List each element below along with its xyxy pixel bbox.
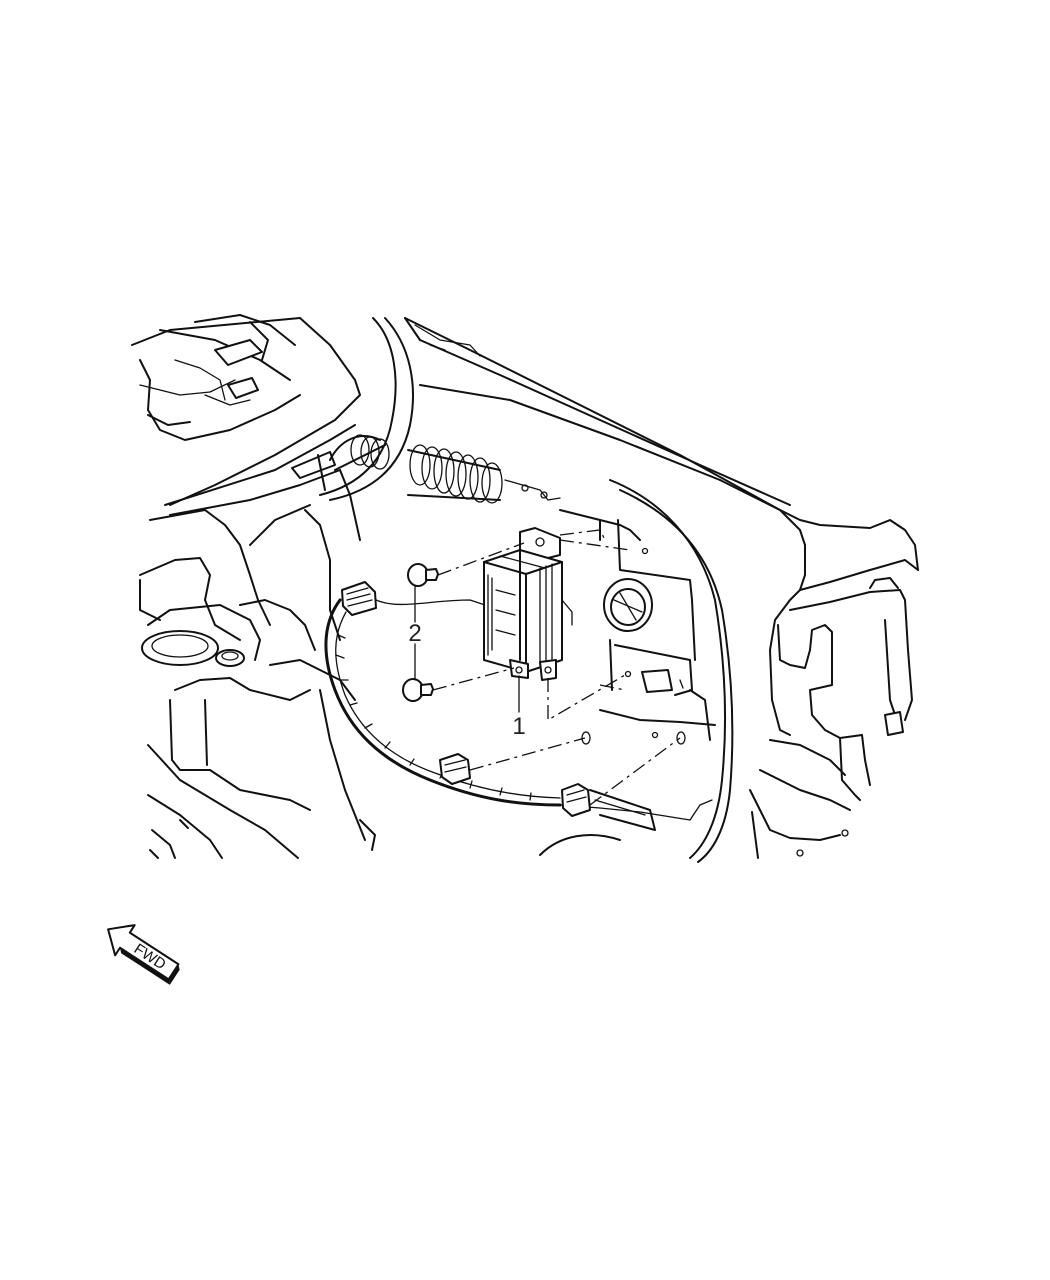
callout-1-group: 1 — [512, 675, 526, 740]
right-side-bin — [749, 577, 913, 859]
quarter-panel-arc — [319, 317, 734, 863]
callout-label-2: 2 — [408, 620, 421, 647]
callout-label-1: 1 — [512, 713, 525, 740]
trunk-floor-left — [141, 604, 376, 859]
left-body-wall — [139, 424, 361, 651]
fastener-push-pin-lower — [402, 678, 434, 702]
bulkhead-panel — [559, 509, 716, 741]
harness-connector-lower-left — [439, 753, 471, 785]
callout-2-group: 2 — [408, 585, 422, 681]
fwd-direction-arrow: FWD — [107, 924, 180, 985]
installation-phantom-lines — [432, 529, 686, 806]
harness-convolute — [329, 434, 561, 504]
trunk-opening-structure — [131, 314, 361, 506]
module-part-1 — [483, 527, 573, 681]
harness-connector-lower-right — [561, 783, 656, 831]
fastener-push-pin-upper — [407, 563, 439, 587]
harness-connector-left — [341, 581, 486, 616]
rear-shelf-panel — [404, 317, 919, 736]
